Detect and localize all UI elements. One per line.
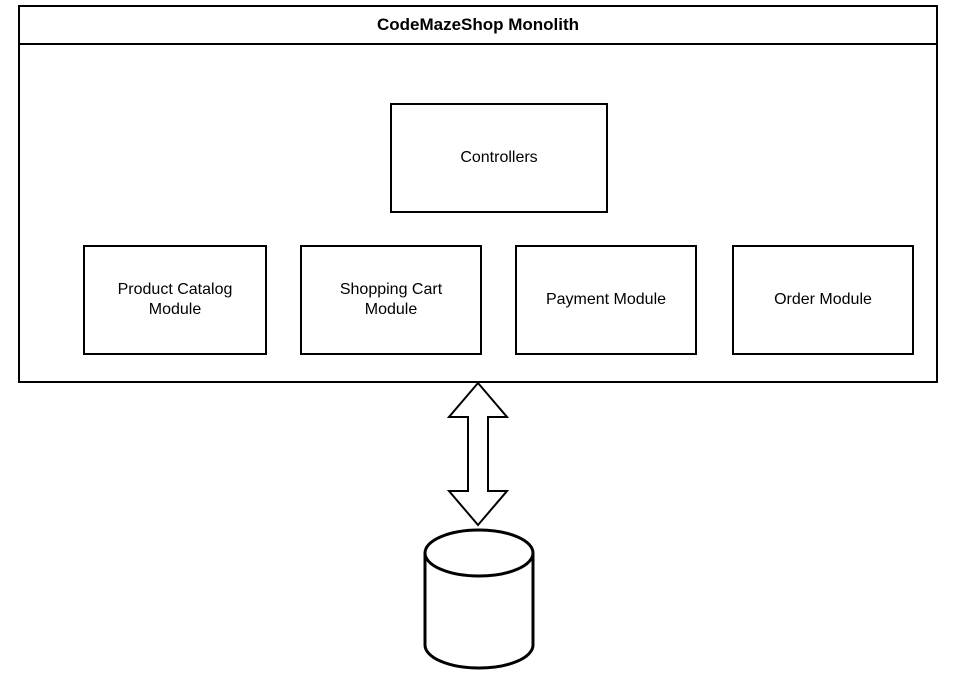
module-label: Payment Module <box>545 291 667 308</box>
module-box-product-catalog: Product Catalog Module <box>83 245 267 355</box>
monolith-title: CodeMazeShop Monolith <box>20 7 936 45</box>
monolith-container-box: CodeMazeShop Monolith Controllers Produc… <box>18 5 938 383</box>
controllers-box: Controllers <box>390 103 608 213</box>
module-label: Order Module <box>774 291 872 308</box>
module-box-shopping-cart: Shopping Cart Module <box>300 245 482 355</box>
database-cylinder-icon <box>423 528 535 670</box>
controllers-label: Controllers <box>460 149 538 166</box>
module-label: Shopping Cart Module <box>339 281 443 318</box>
double-arrow-icon <box>446 381 510 527</box>
module-box-payment: Payment Module <box>515 245 697 355</box>
module-label: Product Catalog Module <box>117 281 233 318</box>
module-box-order: Order Module <box>732 245 914 355</box>
